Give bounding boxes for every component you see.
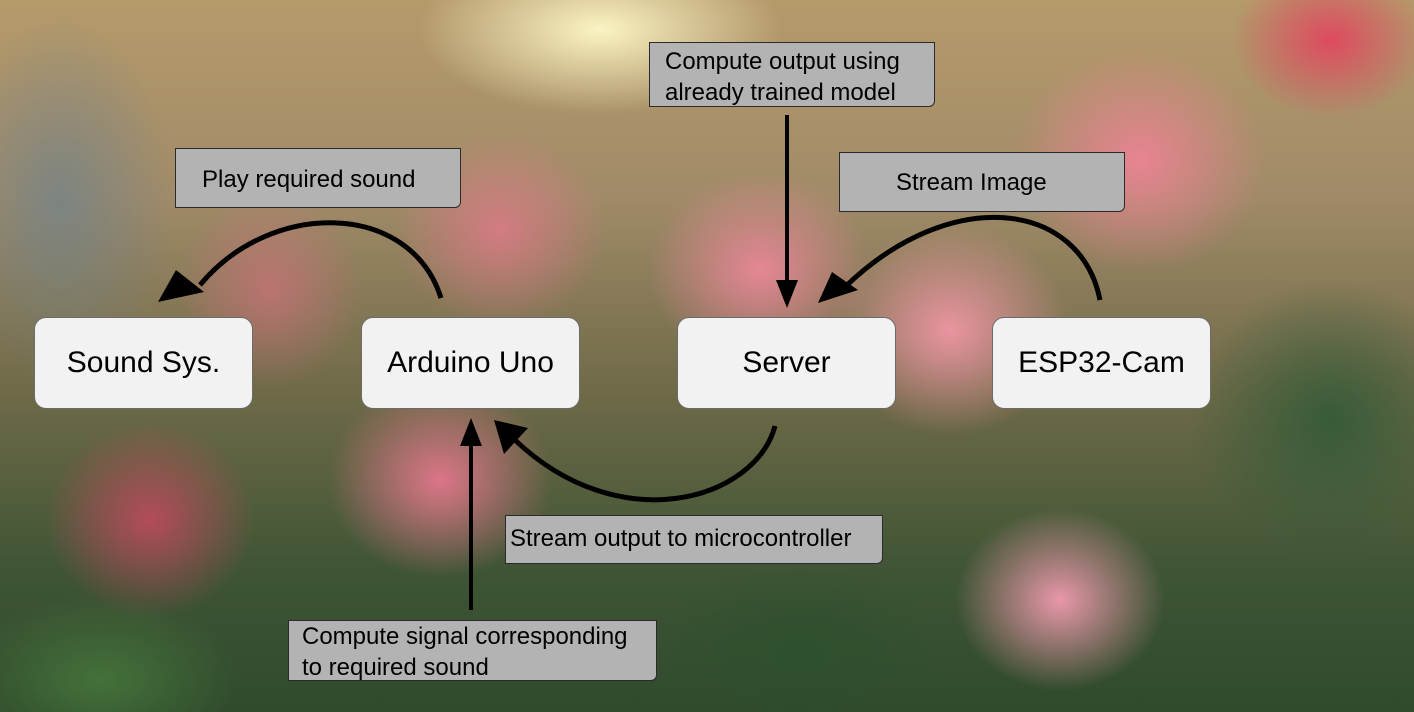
arrowhead-arduino-to-sound (158, 270, 204, 302)
arrowhead-esp32-to-server (818, 272, 858, 303)
label-compute-output-line1: Compute output using (665, 48, 900, 75)
arrowhead-server-to-arduino (494, 420, 528, 454)
label-stream-output-text: Stream output to microcontroller (510, 525, 852, 552)
label-compute-output-line2: already trained model (665, 79, 896, 106)
arrow-arduino-to-sound (198, 220, 444, 299)
label-stream-image-text: Stream Image (896, 169, 1047, 196)
node-server: Server (677, 317, 896, 409)
label-stream-output: Stream output to microcontroller (505, 515, 883, 564)
arrowhead-signal-to-arduino (460, 418, 482, 446)
node-sound-sys: Sound Sys. (34, 317, 253, 409)
arrow-esp32-to-server (843, 214, 1103, 301)
node-arduino-uno: Arduino Uno (361, 317, 580, 409)
label-play-sound-text: Play required sound (202, 166, 416, 193)
label-compute-signal: Compute signal corresponding to required… (288, 620, 657, 681)
label-play-sound: Play required sound (175, 148, 461, 208)
arrow-server-to-arduino (513, 425, 778, 503)
label-compute-signal-line2: to required sound (302, 654, 489, 681)
label-compute-signal-line1: Compute signal corresponding (302, 623, 628, 650)
label-stream-image: Stream Image (839, 152, 1125, 212)
arrowhead-model-to-server (776, 280, 798, 308)
label-compute-output: Compute output using already trained mod… (649, 42, 935, 107)
node-esp32-cam: ESP32-Cam (992, 317, 1211, 409)
